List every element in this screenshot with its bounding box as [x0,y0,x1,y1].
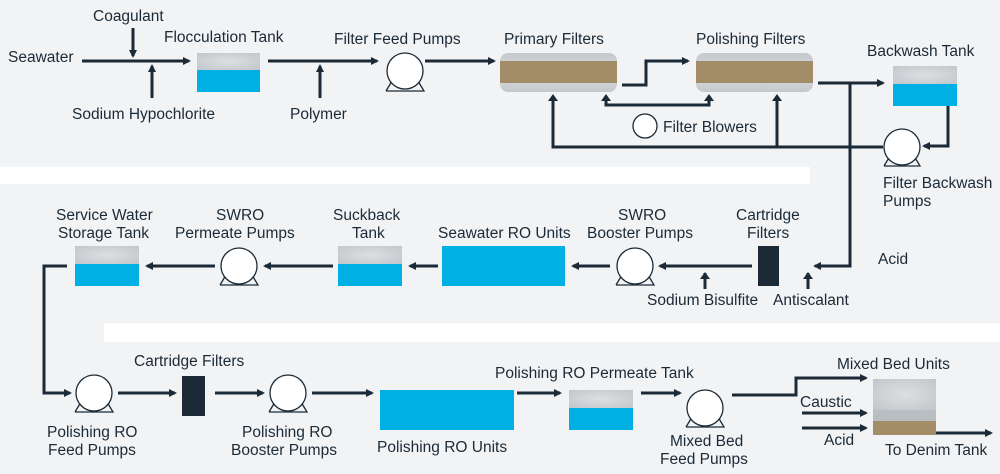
service-water-storage-tank [75,246,139,286]
mixed-bed-unit [873,379,936,435]
polishing-ro-units [380,390,514,430]
mixed-bed-feed-pump-icon [685,389,726,428]
row-polishing-ro: Polishing RO Feed Pumps Cartridge Filter… [42,264,993,468]
label-polishing-ro-feed-2: Feed Pumps [48,442,136,459]
label-filter-backwash-pumps: Filter Backwash [883,175,992,192]
label-flocculation-tank: Flocculation Tank [164,29,284,46]
blower-air-header [604,96,711,107]
polishing-ro-permeate-tank [569,390,633,430]
pipe-pump-to-mixed-bed [732,374,868,397]
label-sodium-hypochlorite: Sodium Hypochlorite [72,106,215,123]
cartridge-filter-polishing [182,376,205,416]
label-service-water-1: Service Water [56,207,153,224]
label-swro-permeate-1: SWRO [216,207,264,224]
label-acid-top: Acid [878,251,908,268]
label-polishing-ro-booster-1: Polishing RO [242,424,332,441]
label-antiscalant: Antiscalant [773,292,850,309]
label-swro-booster-1: SWRO [618,207,666,224]
polishing-ro-feed-pump-icon [74,374,115,413]
pipe-filtered-water-to-cartridge [813,83,852,270]
label-mixed-bed-feed-1: Mixed Bed [670,433,743,450]
section-divider-top [0,167,810,184]
backwash-tank [893,66,957,106]
label-service-water-2: Storage Tank [58,225,149,242]
label-polishing-ro-units: Polishing RO Units [377,439,507,456]
cartridge-filter [758,246,779,286]
flocculation-tank [197,53,260,92]
label-suckback-2: Tank [352,225,385,242]
label-backwash-tank: Backwash Tank [867,43,975,60]
label-cartridge-filters-2: Filters [747,225,789,242]
label-mixed-bed-units: Mixed Bed Units [837,356,950,373]
label-coagulant: Coagulant [93,8,164,25]
label-polishing-ro-feed-1: Polishing RO [47,424,137,441]
section-divider-bottom [104,323,1000,342]
row-pretreatment: Seawater Coagulant Sodium Hypochlorite F… [8,8,992,270]
backwash-return-header [551,96,883,149]
filter-backwash-pump-icon [883,128,922,167]
label-polishing-ro-permeate-tank: Polishing RO Permeate Tank [495,365,694,382]
suckback-tank [338,246,402,286]
swro-permeate-pump-icon [219,247,260,286]
label-to-denim-tank: To Denim Tank [885,442,987,459]
label-sodium-bisulfite: Sodium Bisulfite [647,292,758,309]
pipe-backwash-tank-to-pumps [922,106,950,150]
primary-filter-vessel [500,53,617,92]
label-cartridge-filters-1: Cartridge [736,207,800,224]
pipe-primary-to-polishing [622,57,690,87]
filter-blower-icon [632,113,658,139]
polishing-ro-booster-pump-icon [268,374,309,413]
label-primary-filters: Primary Filters [504,31,604,48]
label-swro-booster-2: Booster Pumps [587,225,693,242]
seawater-ro-units [442,246,565,286]
label-polymer: Polymer [290,106,347,123]
label-polishing-ro-booster-2: Booster Pumps [231,442,337,459]
label-filter-feed-pumps: Filter Feed Pumps [334,31,461,48]
label-cartridge-filters-bottom: Cartridge Filters [134,353,244,370]
label-seawater-ro-units: Seawater RO Units [438,225,571,242]
label-acid-bottom: Acid [824,432,854,449]
row-seawater-ro: Service Water Storage Tank SWRO Permeate… [56,207,908,309]
label-polishing-filters: Polishing Filters [696,31,806,48]
label-swro-permeate-2: Permeate Pumps [175,225,295,242]
swro-booster-pump-icon [615,247,656,286]
label-suckback-1: Suckback [333,207,400,224]
label-filter-backwash-pumps-2: Pumps [883,193,931,210]
pipe-storage-to-polishing-feed [42,264,72,397]
label-mixed-bed-feed-2: Feed Pumps [660,451,748,468]
label-caustic: Caustic [800,394,852,411]
polishing-filter-vessel [696,53,813,92]
label-seawater: Seawater [8,49,73,66]
filter-feed-pump-icon [385,52,426,92]
label-filter-blowers: Filter Blowers [663,119,757,136]
